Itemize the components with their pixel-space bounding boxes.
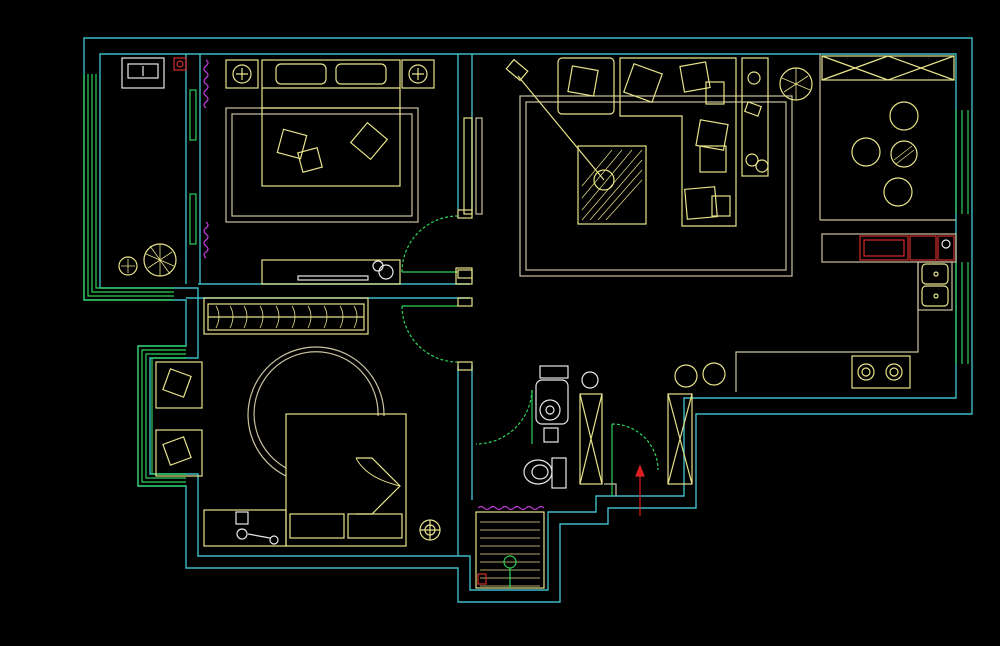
side-table — [741, 57, 769, 177]
round-rug — [247, 346, 385, 477]
coffee-table — [577, 145, 647, 225]
balcony-floor-drain — [173, 57, 187, 71]
shoe-cabinet — [667, 393, 693, 485]
shower-curtain — [477, 505, 545, 511]
bathroom — [475, 365, 569, 589]
nightstand-left — [225, 59, 259, 89]
shower — [475, 511, 545, 589]
plant-small-icon — [118, 256, 138, 276]
pot-2 — [702, 362, 726, 386]
outer-wall-outline — [83, 37, 973, 603]
floor-lamp-arm — [517, 75, 605, 181]
chair-bedroom1 — [372, 260, 394, 280]
window-bed2-left — [137, 345, 186, 487]
entry-hall — [579, 371, 693, 496]
inner-wall-outline — [99, 53, 957, 591]
bedroom1-wardrobe-strip — [463, 117, 473, 215]
curtain-balcony-1 — [203, 59, 209, 109]
door-entry — [611, 423, 659, 471]
toilet — [523, 457, 567, 489]
nightstand-bed2 — [419, 519, 441, 541]
sofa — [619, 57, 737, 227]
plant-living-icon — [779, 67, 813, 101]
kitchen-counter — [735, 262, 919, 392]
door-bed1 — [401, 215, 459, 273]
bedroom-1 — [225, 59, 483, 285]
dining-stool-icon — [851, 101, 919, 207]
living-rug — [519, 95, 793, 277]
bed-2 — [285, 413, 407, 547]
desk — [203, 509, 287, 547]
balcony-room — [118, 57, 209, 277]
door-bed2 — [401, 305, 459, 363]
nightstand-right — [401, 59, 435, 89]
curtain-balcony-2 — [203, 221, 209, 259]
armchair — [557, 57, 615, 115]
door-swings — [401, 215, 659, 496]
door-bath — [475, 389, 533, 445]
balcony-door-panels — [189, 89, 197, 245]
bath-cabinet — [579, 393, 603, 485]
window-right-kitchen — [955, 262, 969, 364]
wash-basin — [535, 365, 569, 443]
living-room — [505, 57, 813, 277]
windows — [83, 74, 969, 487]
tv-cabinet-bedroom1 — [261, 259, 401, 285]
dining-area — [819, 54, 956, 221]
washing-machine — [121, 57, 165, 89]
dining-cabinet — [821, 55, 955, 81]
pillow-1a — [275, 63, 327, 85]
window-right-top — [955, 110, 969, 214]
wardrobe — [203, 297, 369, 335]
entry-arrow — [635, 464, 645, 516]
door-frames — [455, 209, 473, 371]
window-balcony-left — [83, 74, 174, 301]
plant-large-icon — [143, 243, 177, 277]
pot-1 — [674, 364, 698, 388]
bedroom-2 — [155, 297, 441, 547]
outer-walls — [83, 37, 973, 603]
armchairs-bed2 — [155, 361, 203, 477]
bed-1 — [261, 59, 401, 187]
kitchen — [674, 233, 957, 392]
kitchen-sink — [917, 261, 953, 311]
pillow-1b — [335, 63, 387, 85]
kitchen-cabinet-row — [821, 233, 957, 263]
stove — [851, 355, 911, 389]
